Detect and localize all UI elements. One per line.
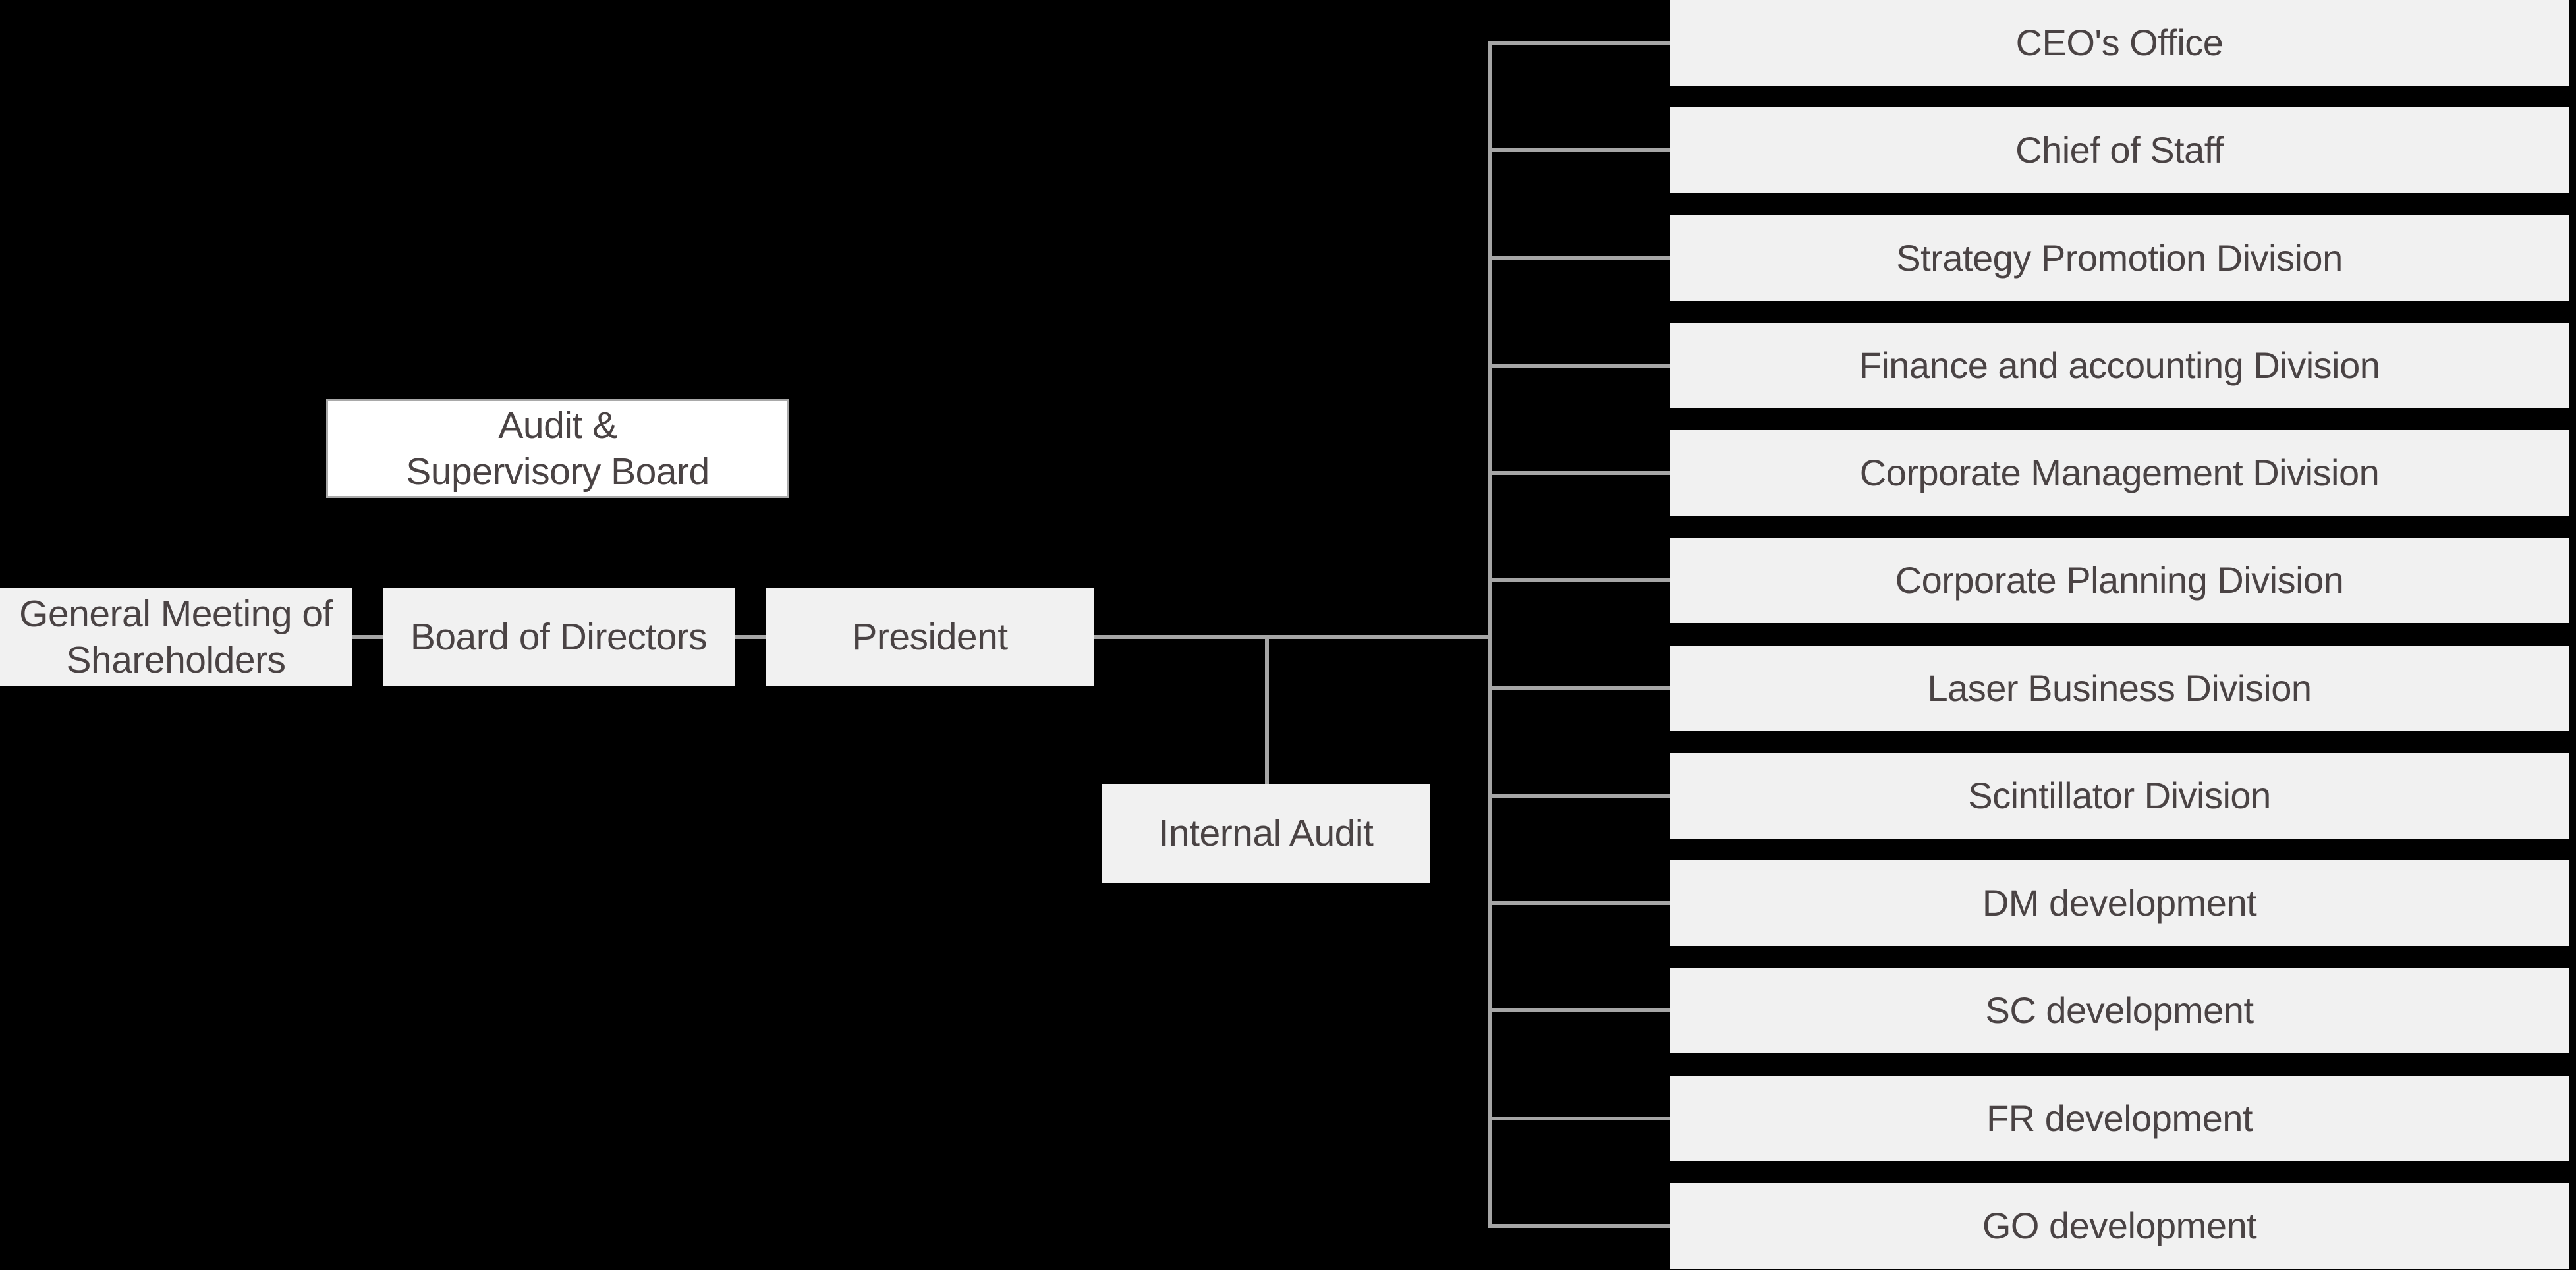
connector-trunk-vertical — [1488, 41, 1492, 1228]
division-label: DM development — [1982, 882, 2257, 924]
division-node: Corporate Management Division — [1670, 430, 2569, 516]
connector-branch — [1488, 686, 1670, 690]
division-label: Finance and accounting Division — [1859, 344, 2380, 386]
node-audit-supervisory-board: Audit & Supervisory Board — [326, 399, 789, 498]
connector-branch — [1488, 793, 1670, 798]
division-node: Chief of Staff — [1670, 107, 2569, 194]
node-label: Board of Directors — [410, 616, 708, 658]
division-node: CEO's Office — [1670, 0, 2569, 86]
connector-branch — [1488, 578, 1670, 583]
connector-branch — [1488, 1116, 1670, 1120]
node-label-line: Supervisory Board — [406, 451, 710, 493]
division-node: Laser Business Division — [1670, 645, 2569, 731]
connector-branch — [1488, 471, 1670, 476]
node-label: Internal Audit — [1158, 812, 1374, 854]
node-board-of-directors: Board of Directors — [383, 588, 735, 686]
division-label: FR development — [1986, 1097, 2253, 1139]
division-node: FR development — [1670, 1075, 2569, 1161]
division-label: Scintillator Division — [1968, 774, 2271, 816]
division-label: Chief of Staff — [2015, 129, 2224, 171]
connector-branch — [1488, 1008, 1670, 1013]
division-node: Corporate Planning Division — [1670, 538, 2569, 624]
connector-branch — [1488, 256, 1670, 260]
connector-branch — [1488, 363, 1670, 368]
division-node: GO development — [1670, 1182, 2569, 1269]
connector-branch — [1488, 41, 1670, 45]
division-label: Corporate Management Division — [1859, 452, 2380, 494]
division-label: Corporate Planning Division — [1895, 559, 2344, 601]
division-node: Scintillator Division — [1670, 752, 2569, 839]
connector-internal-audit-drop — [1265, 635, 1269, 784]
division-node: Finance and accounting Division — [1670, 322, 2569, 408]
division-label: GO development — [1982, 1204, 2257, 1246]
connector-branch — [1488, 148, 1670, 153]
division-label: Strategy Promotion Division — [1896, 236, 2343, 279]
connector-branch — [1488, 901, 1670, 906]
node-label: President — [852, 616, 1008, 658]
node-label-line: Audit & — [498, 404, 617, 447]
division-label: CEO's Office — [2015, 22, 2224, 63]
node-general-meeting-of-shareholders: General Meeting of Shareholders — [0, 588, 352, 686]
node-label-line: General Meeting of — [19, 593, 333, 635]
division-node: DM development — [1670, 860, 2569, 947]
division-node: Strategy Promotion Division — [1670, 215, 2569, 301]
node-president: President — [766, 588, 1094, 686]
node-label-line: Shareholders — [66, 639, 286, 681]
division-label: SC development — [1985, 989, 2254, 1032]
division-node: SC development — [1670, 968, 2569, 1054]
node-internal-audit: Internal Audit — [1102, 784, 1430, 883]
connector-branch — [1488, 1223, 1670, 1228]
division-label: Laser Business Division — [1927, 667, 2312, 709]
